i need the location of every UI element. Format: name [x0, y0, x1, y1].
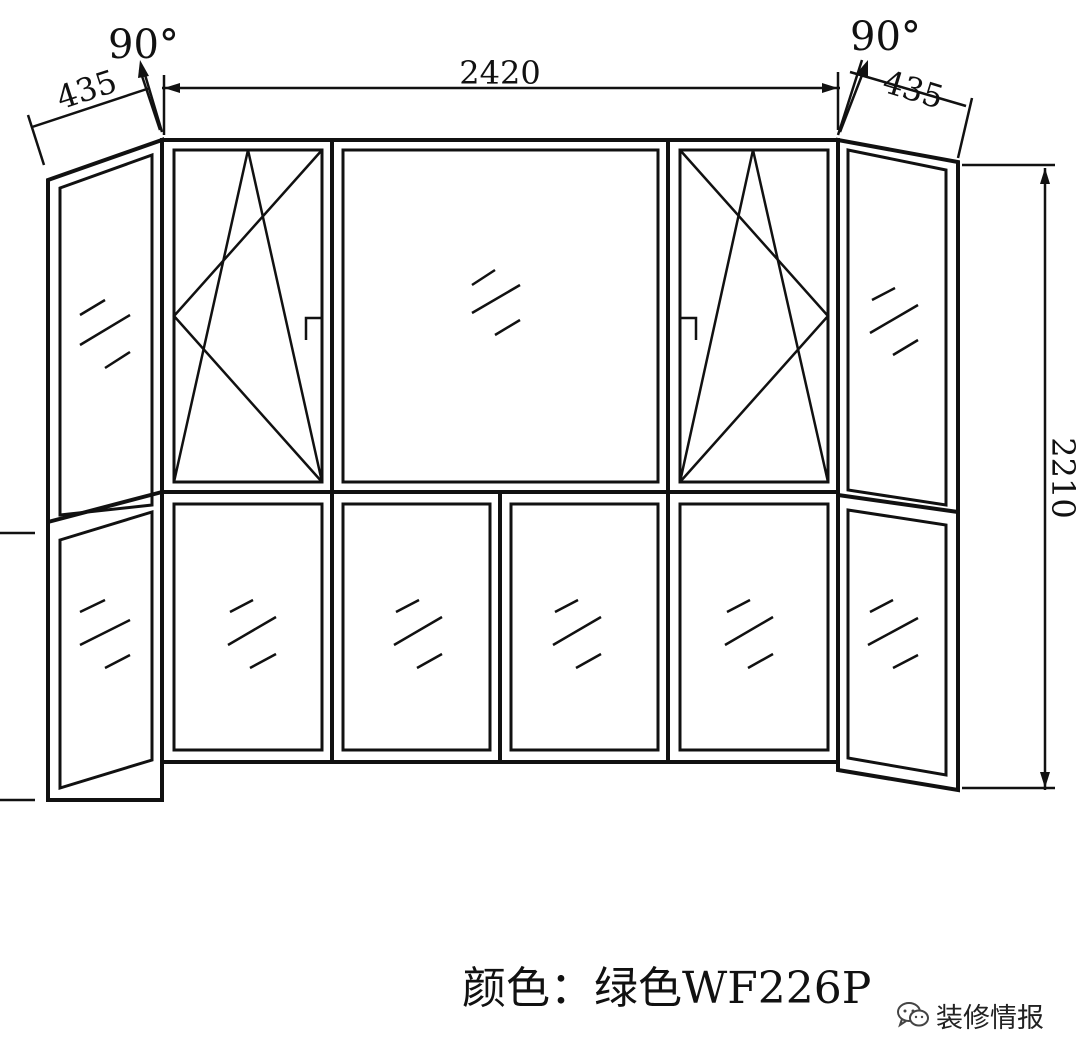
height-dimension: 2210	[962, 163, 1080, 790]
left-side-width-label: 435	[52, 62, 122, 117]
color-caption: 颜色：绿色WF226P	[462, 963, 872, 1014]
upper-left-casement	[172, 148, 324, 484]
left-side-panel	[46, 137, 164, 802]
front-frame	[160, 138, 840, 764]
wechat-icon	[897, 1002, 929, 1028]
left-edge-ticks	[0, 531, 35, 802]
watermark-text: 装修情报	[936, 1002, 1044, 1034]
glass-mark	[79, 598, 131, 670]
left-angle-marker: 90°	[108, 22, 179, 133]
upper-right-casement	[678, 148, 830, 484]
height-label: 2210	[1044, 437, 1080, 518]
lower-pane-3	[509, 502, 660, 752]
glass-mark	[79, 298, 131, 370]
left-angle-label: 90°	[108, 22, 179, 68]
handle	[680, 316, 698, 340]
right-angle-marker: 90°	[838, 14, 921, 133]
right-angle-label: 90°	[850, 14, 921, 60]
glass-mark	[869, 286, 919, 357]
upper-center-pane	[341, 148, 660, 484]
right-side-width-label: 435	[878, 62, 948, 116]
lower-pane-4	[678, 502, 830, 752]
right-side-panel	[836, 137, 960, 793]
glass-mark	[867, 598, 919, 670]
lower-pane-2	[341, 502, 492, 752]
glass-mark	[393, 598, 443, 670]
front-width-label: 2420	[459, 54, 540, 92]
glass-mark	[552, 598, 602, 670]
glass-mark	[724, 598, 774, 670]
handle	[304, 316, 322, 340]
front-width-dimension: 2420	[162, 54, 840, 135]
glass-mark	[227, 598, 277, 670]
lower-pane-1	[172, 502, 324, 752]
watermark: 装修情报	[896, 998, 1044, 1034]
glass-mark	[471, 268, 521, 337]
